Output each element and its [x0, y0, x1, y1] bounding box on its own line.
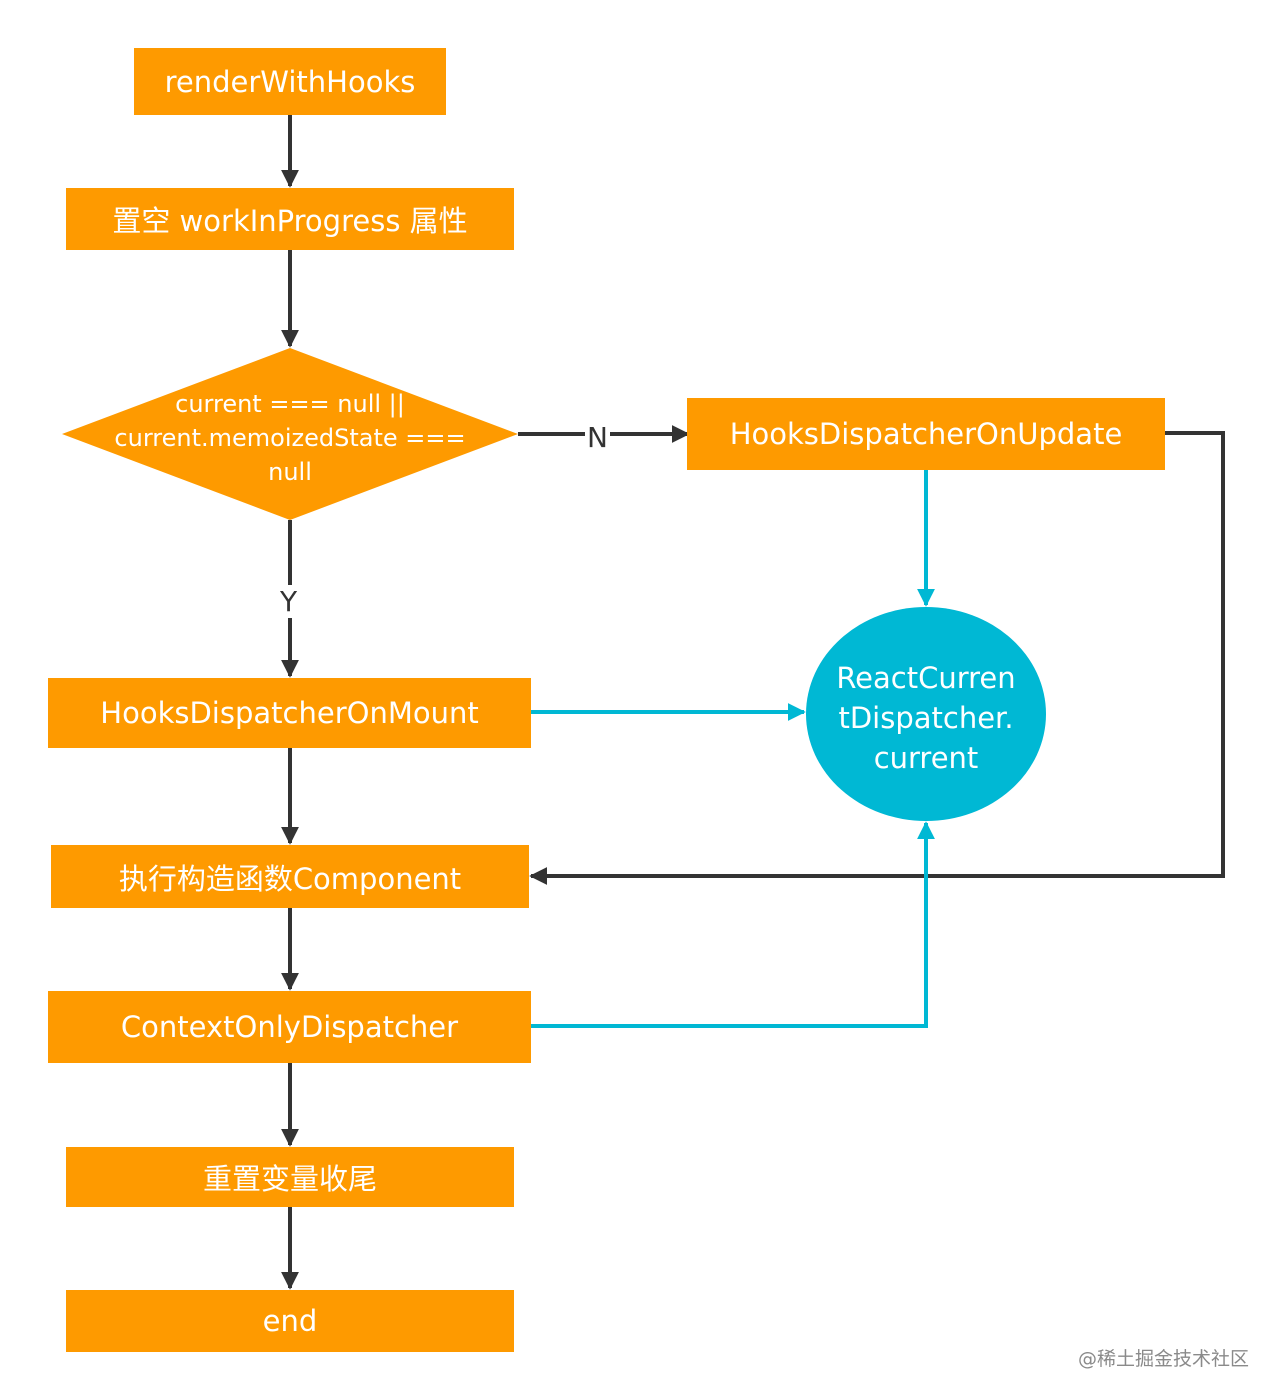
node-hooks-dispatcher-on-mount: HooksDispatcherOnMount — [48, 678, 531, 748]
dispatcher-line-2: tDispatcher. — [838, 701, 1014, 735]
node-hooks-dispatcher-on-update: HooksDispatcherOnUpdate — [687, 398, 1165, 470]
dispatcher-circle — [806, 607, 1046, 821]
decision-text: current === null || current.memoizedStat… — [90, 387, 490, 489]
edge-label-yes: Y — [278, 585, 300, 618]
dispatcher-circle-text: ReactCurren tDispatcher. current — [806, 658, 1046, 778]
node-end: end — [66, 1290, 514, 1352]
arrow-context-to-dispatcher — [531, 821, 935, 1028]
decision-diamond — [62, 348, 518, 520]
dispatcher-line-3: current — [873, 741, 979, 775]
dispatcher-line-1: ReactCurren — [836, 661, 1016, 695]
node-context-only-dispatcher: ContextOnlyDispatcher — [48, 991, 531, 1063]
decision-line-2: current.memoizedState === — [114, 424, 466, 452]
node-run-component: 执行构造函数Component — [51, 845, 529, 908]
arrow-update-to-component — [529, 431, 1225, 885]
node-reset-work-in-progress: 置空 workInProgress 属性 — [66, 188, 514, 250]
decision-line-3: null — [268, 458, 312, 486]
watermark: @稀土掘金技术社区 — [1078, 1348, 1250, 1370]
node-reset-variables: 重置变量收尾 — [66, 1147, 514, 1207]
edge-label-no: N — [585, 421, 610, 454]
decision-line-1: current === null || — [175, 390, 405, 418]
node-render-with-hooks: renderWithHooks — [134, 48, 446, 115]
